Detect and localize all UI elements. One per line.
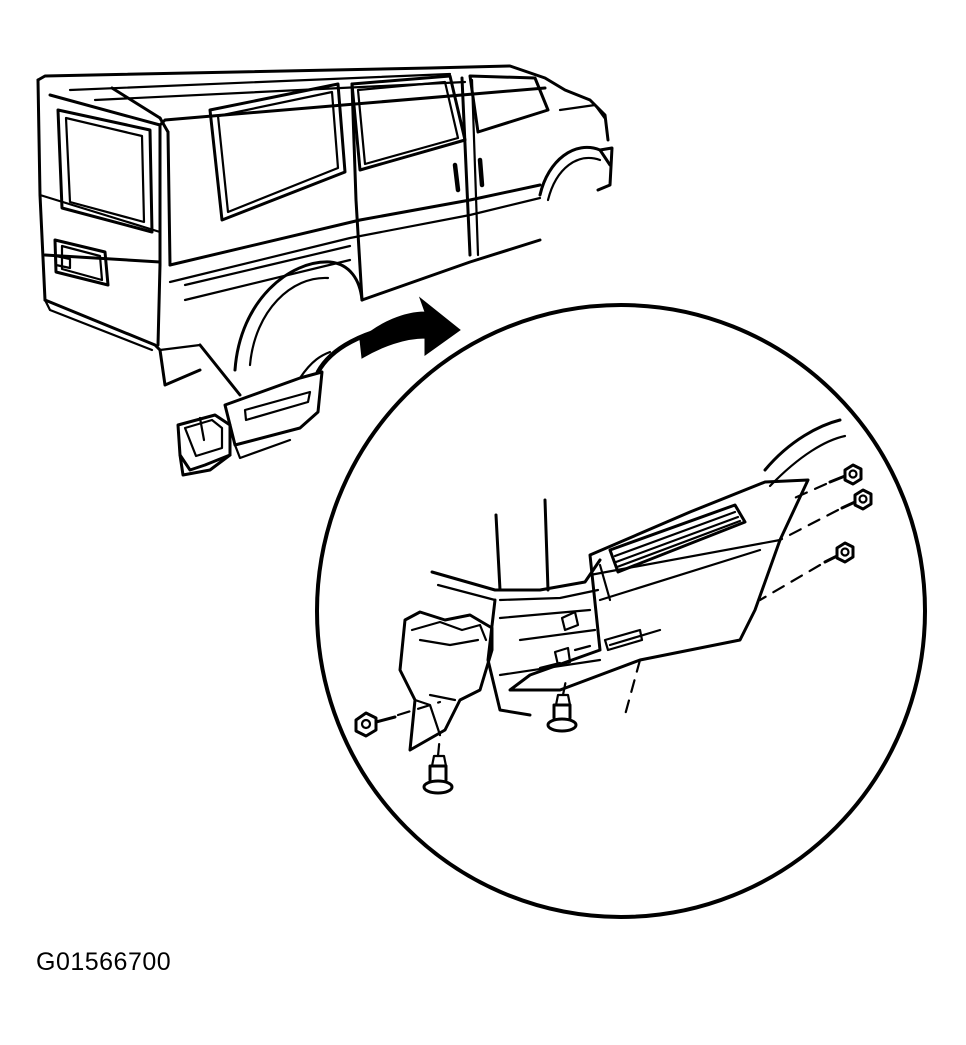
bolt <box>788 463 863 502</box>
rear-lower-quarter-panel <box>223 350 332 460</box>
bolt <box>778 488 873 542</box>
bolt <box>758 541 855 602</box>
detail-lower-quarter-panel <box>508 478 810 717</box>
detail-callout-arrow <box>315 296 461 375</box>
push-nut <box>546 678 578 733</box>
van-body <box>36 64 614 397</box>
figure-id-label: G01566700 <box>36 948 172 976</box>
rear-corner-bracket <box>176 413 232 477</box>
push-nut <box>422 733 454 795</box>
detail-body-structure <box>430 418 847 717</box>
detail-corner-bracket <box>398 610 494 752</box>
bolt <box>354 700 442 738</box>
detail-magnifier-circle <box>315 303 927 919</box>
